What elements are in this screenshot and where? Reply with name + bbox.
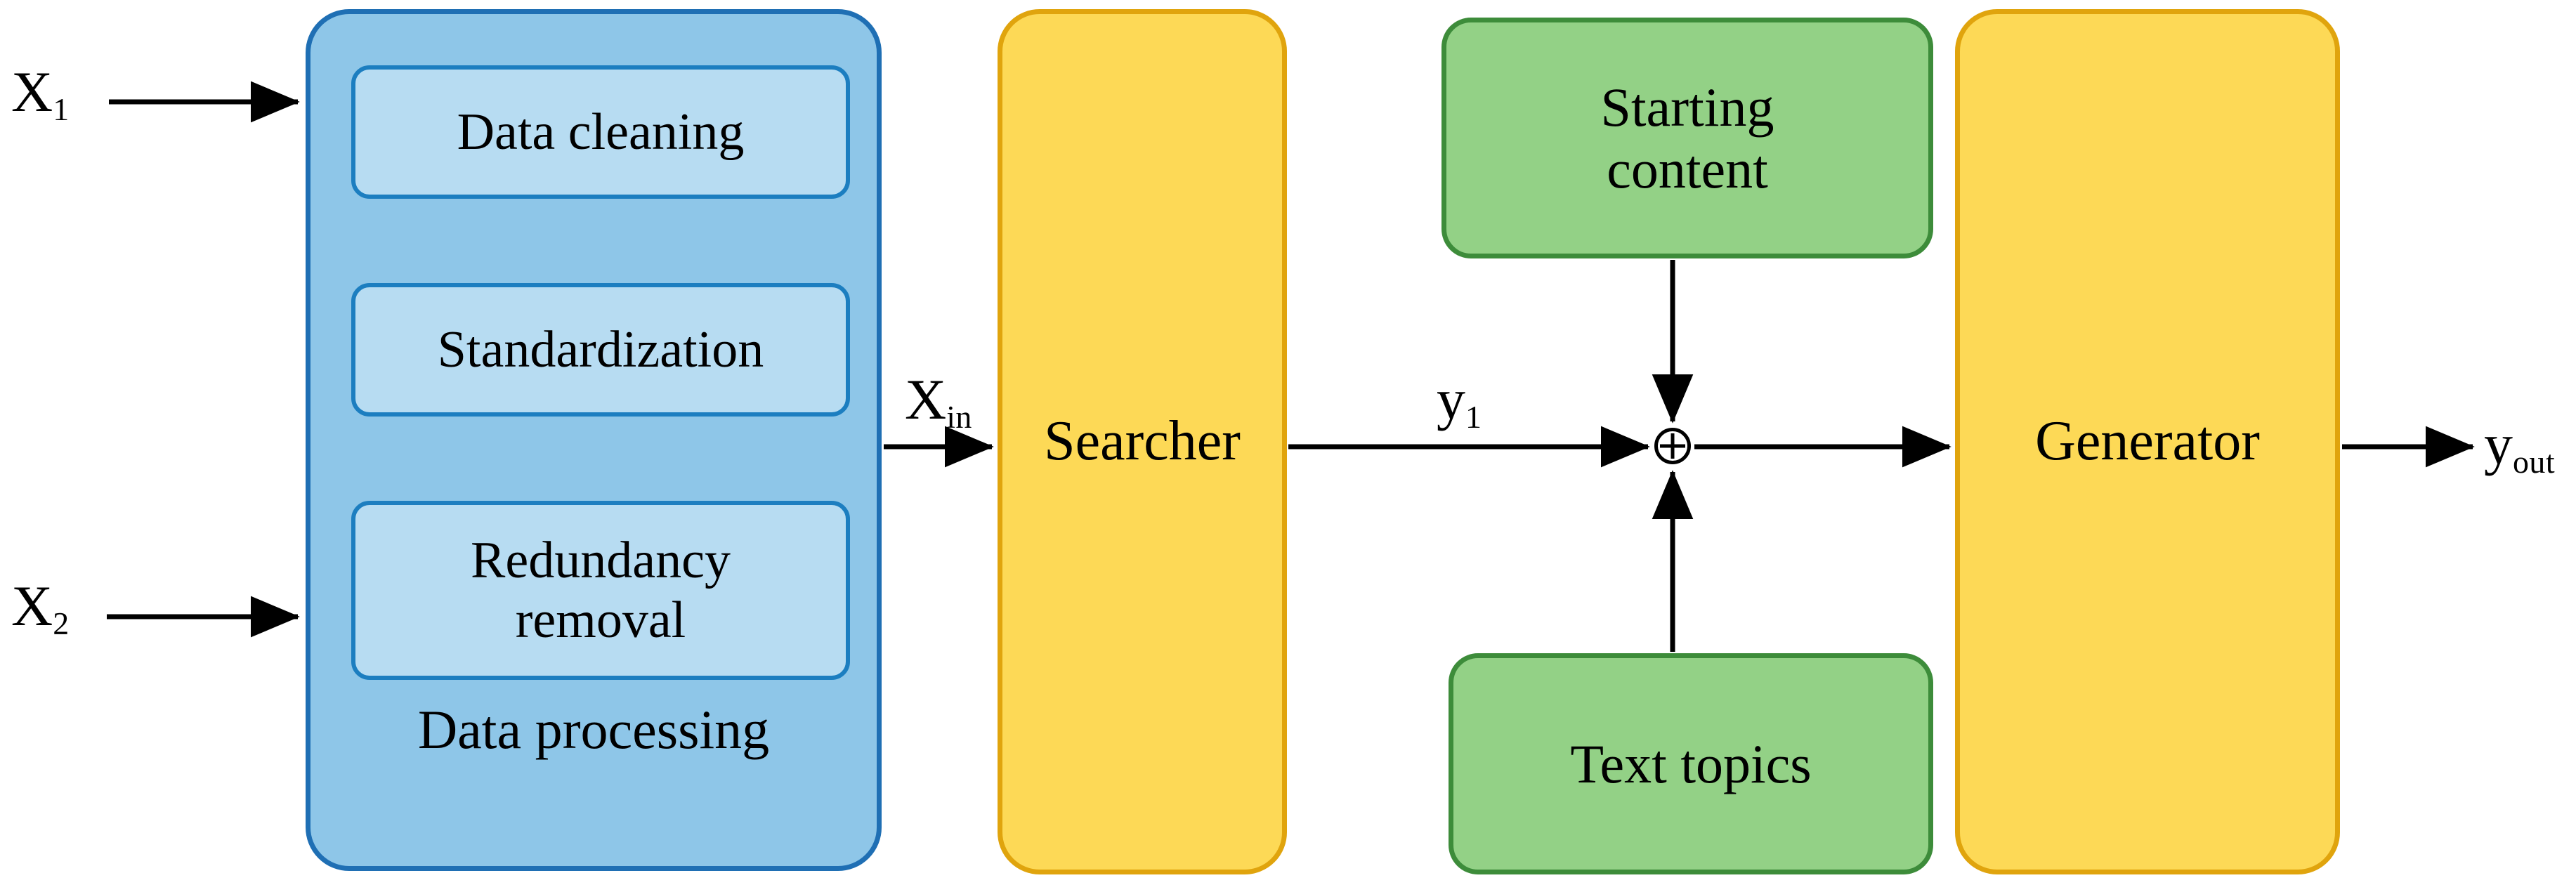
node-text-topics[interactable]: Text topics bbox=[1449, 653, 1933, 874]
signal-label-xin: Xin bbox=[905, 371, 972, 433]
signal-label-y1-subscript: 1 bbox=[1465, 398, 1482, 435]
input-label-x1-subscript: 1 bbox=[53, 91, 70, 127]
node-generator[interactable]: Generator bbox=[1955, 9, 2340, 874]
output-label-yout-subscript: out bbox=[2513, 443, 2556, 480]
node-generator-label: Generator bbox=[2035, 410, 2260, 473]
node-starting-content-label: Starting content bbox=[1601, 77, 1774, 199]
output-label-yout: yout bbox=[2484, 416, 2555, 478]
input-label-x2: X2 bbox=[11, 577, 70, 640]
output-label-yout-base: y bbox=[2484, 412, 2513, 476]
signal-label-y1: y1 bbox=[1437, 371, 1482, 433]
node-standardization[interactable]: Standardization bbox=[351, 283, 850, 417]
node-standardization-label: Standardization bbox=[437, 320, 764, 379]
input-label-x1-base: X bbox=[11, 60, 53, 124]
input-label-x1: X1 bbox=[11, 63, 70, 126]
node-searcher[interactable]: Searcher bbox=[998, 9, 1287, 874]
node-data-cleaning[interactable]: Data cleaning bbox=[351, 65, 850, 199]
input-label-x2-subscript: 2 bbox=[53, 605, 70, 641]
group-data-processing-caption: Data processing bbox=[417, 699, 770, 760]
node-searcher-label: Searcher bbox=[1044, 410, 1241, 473]
signal-label-xin-base: X bbox=[905, 367, 947, 431]
node-starting-content[interactable]: Starting content bbox=[1441, 18, 1933, 258]
signal-label-y1-base: y bbox=[1437, 367, 1465, 431]
node-redundancy-removal-line1: Redundancy bbox=[471, 532, 731, 590]
input-label-x2-base: X bbox=[11, 574, 53, 638]
circle-plus-icon bbox=[1654, 428, 1691, 464]
group-data-processing[interactable]: Data cleaning Standardization Redundancy… bbox=[306, 9, 882, 871]
node-text-topics-label: Text topics bbox=[1570, 733, 1812, 794]
signal-label-xin-subscript: in bbox=[946, 398, 972, 435]
node-redundancy-removal-label: Redundancy removal bbox=[471, 531, 731, 650]
node-redundancy-removal-line2: removal bbox=[515, 591, 686, 649]
node-starting-content-line2: content bbox=[1607, 138, 1768, 199]
node-starting-content-line1: Starting bbox=[1600, 77, 1774, 138]
node-redundancy-removal[interactable]: Redundancy removal bbox=[351, 501, 850, 680]
node-data-cleaning-label: Data cleaning bbox=[457, 103, 745, 161]
